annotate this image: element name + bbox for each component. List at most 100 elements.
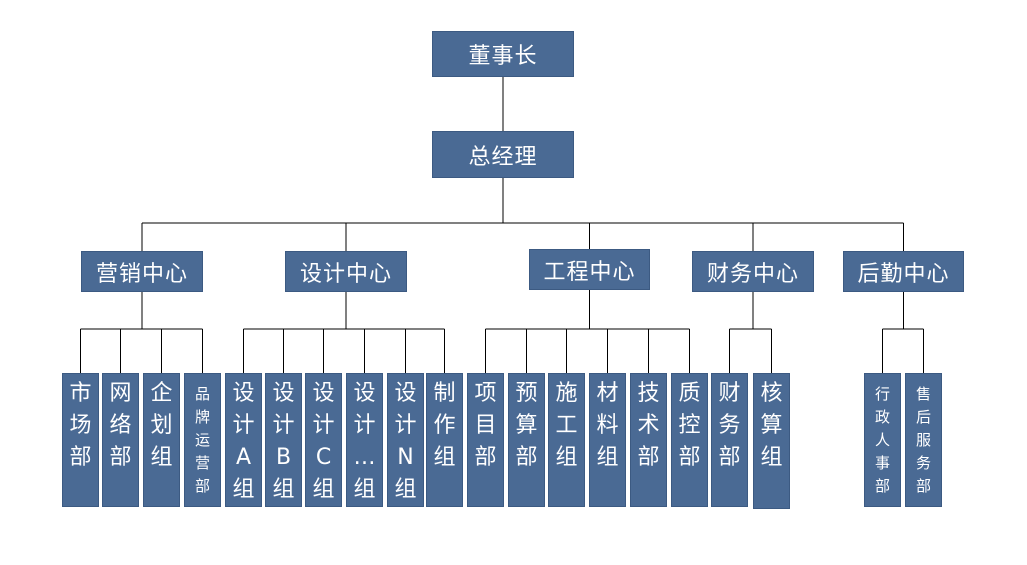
department-label-char: A xyxy=(235,445,252,470)
department-label-char: 组 xyxy=(353,477,376,502)
department-label-char: 部 xyxy=(718,445,741,470)
department-label-char: 服 xyxy=(915,431,931,449)
department-label-char: 技 xyxy=(637,381,660,406)
department-label-char: 组 xyxy=(272,477,295,502)
department-label-char: 络 xyxy=(109,413,132,438)
department-label-char: 设 xyxy=(312,381,335,406)
center-box: 工程中心 xyxy=(529,249,650,290)
department-label-char: 设 xyxy=(353,381,376,406)
department-label-char: 预 xyxy=(515,381,538,406)
department-box: 材料组 xyxy=(589,373,626,507)
department-label-char: 人 xyxy=(874,431,890,449)
department-label-char: 设 xyxy=(232,381,255,406)
department-label-char: 质 xyxy=(678,381,701,406)
department-box: 财务部 xyxy=(711,373,748,507)
department-label-char: 务 xyxy=(718,413,741,438)
department-label-char: 计 xyxy=(394,413,417,438)
department-label-char: 算 xyxy=(515,413,538,438)
department-label-char: 组 xyxy=(312,477,335,502)
department-label-char: 事 xyxy=(874,454,890,472)
department-label-char: 组 xyxy=(232,477,255,502)
department-label-char: 部 xyxy=(637,445,660,470)
department-box: 行政人事部 xyxy=(864,373,901,507)
chairman-box: 董事长 xyxy=(432,31,574,77)
department-label-char: 算 xyxy=(760,413,783,438)
center-box: 财务中心 xyxy=(692,251,814,292)
department-box: 质控部 xyxy=(671,373,708,507)
department-label-char: 组 xyxy=(150,445,173,470)
department-label-char: 划 xyxy=(150,413,173,438)
department-label-char: 部 xyxy=(915,477,931,495)
department-box: 企划组 xyxy=(143,373,180,507)
department-label-char: 部 xyxy=(194,477,210,495)
department-label-char: 部 xyxy=(109,445,132,470)
department-box: 品牌运营部 xyxy=(184,373,221,507)
department-label-char: 部 xyxy=(874,477,890,495)
department-label-char: 网 xyxy=(109,381,132,406)
department-label-char: 企 xyxy=(150,381,173,406)
department-label-char: 术 xyxy=(637,413,660,438)
department-label-char: 组 xyxy=(394,477,417,502)
general-manager-box: 总经理 xyxy=(432,131,574,178)
department-label-char: 工 xyxy=(555,413,578,438)
department-label-char: N xyxy=(397,445,414,470)
department-label-char: 计 xyxy=(232,413,255,438)
department-label-char: 品 xyxy=(194,385,210,403)
department-label-char: … xyxy=(353,445,376,470)
department-label-char: 组 xyxy=(596,445,619,470)
department-box: 预算部 xyxy=(508,373,545,507)
department-box: 施工组 xyxy=(548,373,585,507)
department-label-char: 计 xyxy=(312,413,335,438)
department-label-char: 组 xyxy=(555,445,578,470)
department-box: 制作组 xyxy=(426,373,463,507)
department-label-char: 牌 xyxy=(194,408,210,426)
department-label-char: 部 xyxy=(678,445,701,470)
department-label-char: 目 xyxy=(474,413,497,438)
department-box: 市场部 xyxy=(62,373,99,507)
department-label-char: 务 xyxy=(915,454,931,472)
department-label-char: 部 xyxy=(69,445,92,470)
center-box: 后勤中心 xyxy=(843,251,964,292)
center-box: 设计中心 xyxy=(285,251,407,292)
department-label-char: C xyxy=(315,445,332,470)
department-label-char: 计 xyxy=(353,413,376,438)
department-label-char: B xyxy=(275,445,292,470)
department-box: 核算组 xyxy=(753,373,790,509)
department-box: 售后服务部 xyxy=(905,373,942,507)
department-label-char: 项 xyxy=(474,381,497,406)
department-label-char: 作 xyxy=(433,413,456,438)
department-label-char: 市 xyxy=(69,381,92,406)
department-label-char: 施 xyxy=(555,381,578,406)
department-label-char: 场 xyxy=(69,413,92,438)
department-label-char: 运 xyxy=(194,431,210,449)
department-box: 技术部 xyxy=(630,373,667,507)
center-box: 营销中心 xyxy=(81,251,203,292)
department-label-char: 行 xyxy=(874,385,890,403)
department-box: 设计 … 组 xyxy=(346,373,383,507)
department-label-char: 料 xyxy=(596,413,619,438)
department-label-char: 财 xyxy=(718,381,741,406)
department-label-char: 后 xyxy=(915,408,931,426)
department-label-char: 控 xyxy=(678,413,701,438)
department-label-char: 组 xyxy=(433,445,456,470)
department-box: 网络部 xyxy=(102,373,139,507)
department-label-char: 部 xyxy=(515,445,538,470)
department-label-char: 设 xyxy=(394,381,417,406)
department-label-char: 政 xyxy=(874,408,890,426)
department-label-char: 售 xyxy=(915,385,931,403)
department-label-char: 部 xyxy=(474,445,497,470)
department-box: 项目部 xyxy=(467,373,504,507)
department-label-char: 设 xyxy=(272,381,295,406)
department-label-char: 材 xyxy=(596,381,619,406)
department-label-char: 营 xyxy=(194,454,210,472)
department-label-char: 计 xyxy=(272,413,295,438)
department-label-char: 组 xyxy=(760,445,783,470)
department-label-char: 核 xyxy=(760,381,783,406)
department-label-char: 制 xyxy=(433,381,456,406)
